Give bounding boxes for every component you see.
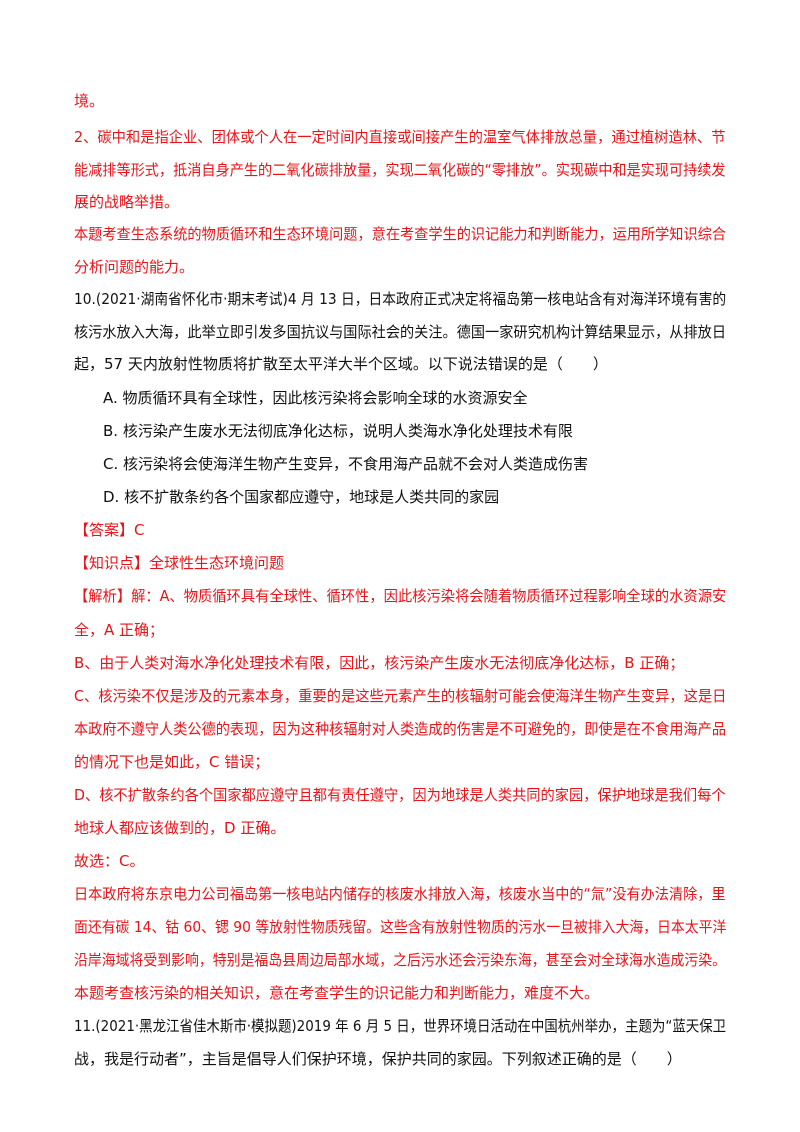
text-line: 能减排等形式，抵消自身产生的二氧化碳排放量，实现二氧化碳的“零排放”。实现碳中和… <box>74 161 726 179</box>
text-line: 展的战略举措。 <box>74 193 180 211</box>
analysis-text: 【解析】解：A、物质循环具有全球性、循环性，因此核污染将会随着物质循环过程影响全… <box>74 587 727 605</box>
option-a: A. 物质循环具有全球性，因此核污染将会影响全球的水资源安全 <box>103 389 528 407</box>
text-line: 分析问题的能力。 <box>74 258 195 276</box>
option-b: B. 核污染产生废水无法彻底净化达标，说明人类海水净化处理技术有限 <box>103 422 573 440</box>
explanation-text: 日本政府将东京电力公司福岛第一核电站内储存的核废水排放入海，核废水当中的“氚”没… <box>74 885 726 903</box>
explanation-text: 沿岸海域将受到影响，特别是福岛县周边局部水域，之后污水还会污染东海，甚至会对全球… <box>74 951 727 969</box>
knowledge-point: 【知识点】全球性生态环境问题 <box>74 554 285 572</box>
explanation-text: 面还有碳 14、钴 60、锶 90 等放射性物质残留。这些含有放射性物质的污水一… <box>74 918 727 936</box>
analysis-text: D、核不扩散条约各个国家都应遵守且都有责任遵守，因为地球是人类共同的家园，保护地… <box>74 786 726 804</box>
question-text: 起，57 天内放射性物质将扩散至太平洋大半个区域。以下说法错误的是（ ） <box>74 355 608 373</box>
text-line: 本题考查生态系统的物质循环和生态环境问题，意在考查学生的识记能力和判断能力，运用… <box>74 225 727 243</box>
analysis-text: C、核污染不仅是涉及的元素本身，重要的是这些元素产生的核辐射可能会使海洋生物产生… <box>74 687 727 705</box>
analysis-text: B、由于人类对海水净化处理技术有限，因此，核污染产生废水无法彻底净化达标，B 正… <box>74 654 685 672</box>
question-text: 10.(2021·湖南省怀化市·期末考试)4 月 13 日，日本政府正式决定将福… <box>74 290 727 308</box>
question-text: 11.(2021·黑龙江省佳木斯市·模拟题)2019 年 6 月 5 日，世界环… <box>74 1017 727 1035</box>
conclusion-text: 故选：C。 <box>74 852 145 870</box>
explanation-text: 本题考查核污染的相关知识，意在考查学生的识记能力和判断能力，难度不大。 <box>74 984 600 1002</box>
analysis-text: 全，A 正确； <box>74 621 165 639</box>
analysis-text: 地球人都应该做到的，D 正确。 <box>74 819 286 837</box>
analysis-text: 本政府不遵守人类公德的表现，因为这种核辐射对人类造成的伤害是不可避免的，即使是在… <box>74 720 727 738</box>
analysis-text: 的情况下也是如此，C 错误； <box>74 753 270 771</box>
text-line: 境。 <box>74 92 105 110</box>
question-text: 战，我是行动者”，主旨是倡导人们保护环境，保护共同的家园。下列叙述正确的是（ ） <box>74 1050 682 1068</box>
option-c: C. 核污染将会使海洋生物产生变异，不食用海产品就不会对人类造成伤害 <box>103 455 589 473</box>
option-d: D. 核不扩散条约各个国家都应遵守，地球是人类共同的家园 <box>103 488 500 506</box>
text-line: 2、碳中和是指企业、团体或个人在一定时间内直接或间接产生的温室气体排放总量，通过… <box>74 128 726 146</box>
answer-label: 【答案】C <box>74 521 145 539</box>
question-text: 核污水放入大海，此举立即引发多国抗议与国际社会的关注。德国一家研究机构计算结果显… <box>74 323 727 341</box>
